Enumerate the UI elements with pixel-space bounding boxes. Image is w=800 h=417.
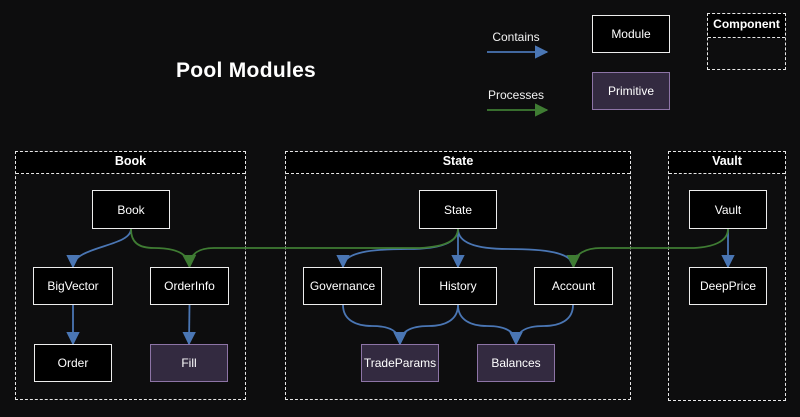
group-state: State [285, 151, 631, 400]
node-deepprice: DeepPrice [689, 267, 767, 305]
legend-module-label: Module [611, 27, 651, 41]
node-order: Order [34, 344, 112, 382]
legend-primitive-label: Primitive [607, 84, 654, 98]
node-book: Book [92, 190, 170, 229]
node-tradeparams: TradeParams [361, 344, 439, 382]
legend-component-label: Component [708, 14, 785, 38]
node-vault: Vault [689, 190, 767, 229]
page-title: Pool Modules [175, 59, 317, 82]
node-governance: Governance [303, 267, 382, 305]
group-vault: Vault [668, 151, 786, 401]
group-book-title: Book [16, 152, 245, 174]
legend-module-box: Module [592, 15, 670, 53]
group-vault-title: Vault [669, 152, 785, 174]
group-book: Book [15, 151, 246, 400]
node-fill: Fill [150, 344, 228, 382]
node-account: Account [534, 267, 613, 305]
node-orderinfo: OrderInfo [150, 267, 229, 305]
legend-primitive-box: Primitive [592, 72, 670, 110]
legend-contains-label: Contains [492, 30, 540, 44]
node-history: History [419, 267, 497, 305]
legend-processes-label: Processes [487, 88, 545, 102]
node-state: State [419, 190, 497, 229]
group-state-title: State [286, 152, 630, 174]
node-bigvector: BigVector [33, 267, 113, 305]
legend-component-box: Component [707, 13, 786, 70]
node-balances: Balances [477, 344, 555, 382]
